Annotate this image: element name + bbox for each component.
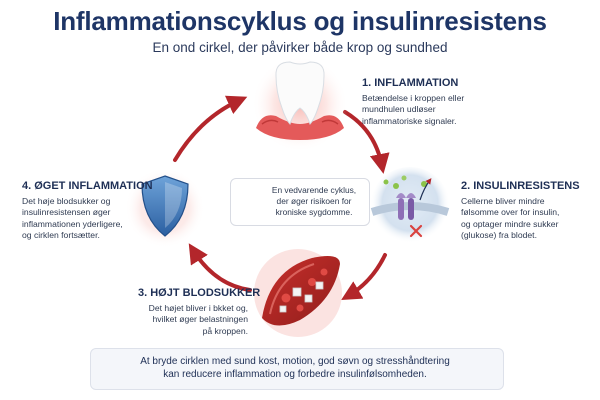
shield-icon: [125, 168, 205, 248]
tooth-gum-icon: [252, 56, 348, 152]
stage-2-description: Cellerne bliver mindre følsomme over for…: [461, 196, 560, 241]
blood-vessel-sugar-icon: [254, 249, 342, 337]
footer-box: [90, 348, 504, 390]
cell-receptor-icon: [370, 167, 450, 247]
center-cycle-text: En vedvarende cyklus, der øger risikoen …: [271, 185, 357, 217]
stage-2-title: 2. INSULINRESISTENS: [461, 180, 580, 192]
page-subtitle: En ond cirkel, der påvirker både krop og…: [152, 40, 448, 55]
arrow-top-left: [173, 95, 248, 162]
stage-4-description: Det høje blodsukker og insulinresistense…: [22, 196, 123, 241]
center-cycle-box: [230, 178, 370, 226]
page-title: Inflammationscyklus og insulinresistens: [53, 6, 547, 36]
stage-3-description: Det højet bliver i bkket og, hvilket øge…: [148, 303, 248, 336]
footer-text: At bryde cirklen med sund kost, motion, …: [140, 356, 450, 380]
stage-1-description: Betændelse i kroppen eller mundhulen udl…: [362, 93, 465, 126]
arrow-bottom-right: [341, 253, 387, 301]
stage-1-title: 1. INFLAMMATION: [362, 77, 459, 89]
arrow-bottom-left: [188, 243, 252, 292]
cycle-arrows: [173, 95, 390, 301]
stage-4-title: 4. ØGET INFLAMMATION: [22, 180, 153, 192]
arrow-top-right: [343, 110, 390, 174]
stage-3-title: 3. HØJT BLODSUKKER: [138, 287, 261, 299]
